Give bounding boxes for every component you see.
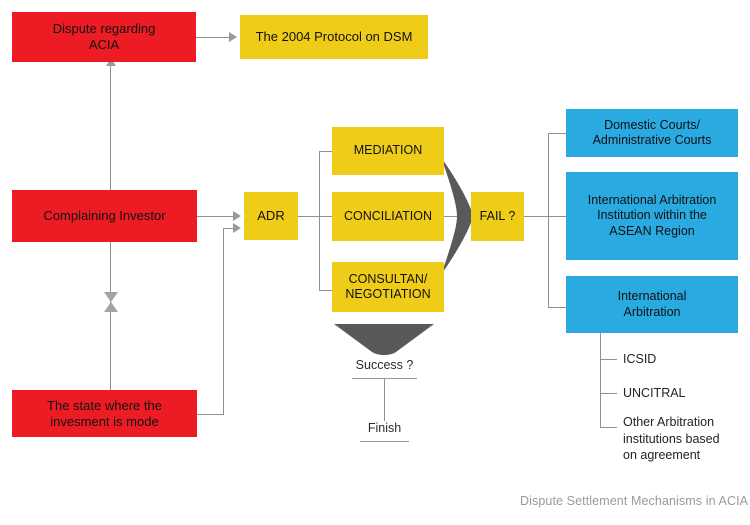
connector-trunk-to-asean-institution [548, 216, 566, 217]
diagram-caption: Dispute Settlement Mechanisms in ACIA [520, 494, 749, 508]
label-success: Success ? [355, 358, 414, 372]
chevron-arrow-icon [441, 157, 473, 275]
node-international-arbitration[interactable]: International Arbitration [566, 276, 738, 333]
label-finish: Finish [367, 421, 402, 435]
label-icsid: ICSID [623, 352, 657, 366]
connector-arbitration-subtrunk [600, 333, 601, 428]
connector-state-vertical-segment [223, 228, 224, 415]
arrowhead-state-to-dispute [106, 58, 116, 66]
label-success-underline [352, 378, 417, 379]
connector-state-right-segment [197, 414, 224, 415]
node-adr[interactable]: ADR [244, 192, 298, 240]
label-finish-underline [360, 441, 409, 442]
label-other-arbitration-institutions: Other Arbitration institutions based on … [623, 415, 720, 463]
connector-dispute-to-protocol [196, 37, 236, 38]
down-arrow-fan-icon [334, 324, 434, 355]
node-state-where-investment-made[interactable]: The state where the invesment is mode [12, 390, 197, 437]
node-asean-arbitration-institution[interactable]: International Arbitration Institution wi… [566, 172, 738, 260]
bidirectional-marker-icon [104, 292, 118, 312]
node-dispute-regarding-acia[interactable]: Dispute regarding ACIA [12, 12, 196, 62]
connector-fail-trunk [548, 133, 549, 308]
connector-trunk-to-international-arbitration [548, 307, 566, 308]
connector-subtrunk-to-uncitral [600, 393, 617, 394]
hourglass-top-triangle [104, 292, 118, 302]
connector-adr-out [298, 216, 320, 217]
connector-trunk-to-consultation [319, 290, 332, 291]
connector-success-to-finish [384, 379, 385, 421]
connector-adr-trunk [319, 151, 320, 290]
arrowhead-investor-to-adr [233, 211, 241, 221]
arrowhead-dispute-to-protocol [229, 32, 237, 42]
hourglass-bottom-triangle [104, 302, 118, 312]
connector-subtrunk-to-other-arbitration [600, 427, 617, 428]
connector-subtrunk-to-icsid [600, 359, 617, 360]
connector-investor-to-adr [197, 216, 239, 217]
connector-trunk-to-conciliation [319, 216, 332, 217]
node-conciliation[interactable]: CONCILIATION [332, 192, 444, 241]
label-uncitral: UNCITRAL [623, 386, 686, 400]
arrowhead-state-to-adr [233, 223, 241, 233]
connector-chevron-to-fail [437, 216, 471, 217]
connector-trunk-to-mediation [319, 151, 332, 152]
node-2004-protocol-on-dsm[interactable]: The 2004 Protocol on DSM [240, 15, 428, 59]
node-mediation[interactable]: MEDIATION [332, 127, 444, 175]
node-complaining-investor[interactable]: Complaining Investor [12, 190, 197, 242]
node-domestic-courts[interactable]: Domestic Courts/ Administrative Courts [566, 109, 738, 157]
connector-fail-out [524, 216, 548, 217]
connector-state-to-adr [223, 228, 239, 229]
node-fail[interactable]: FAIL ? [471, 192, 524, 241]
connector-trunk-to-domestic-courts [548, 133, 566, 134]
node-consultation-negotiation[interactable]: CONSULTAN/ NEGOTIATION [332, 262, 444, 312]
